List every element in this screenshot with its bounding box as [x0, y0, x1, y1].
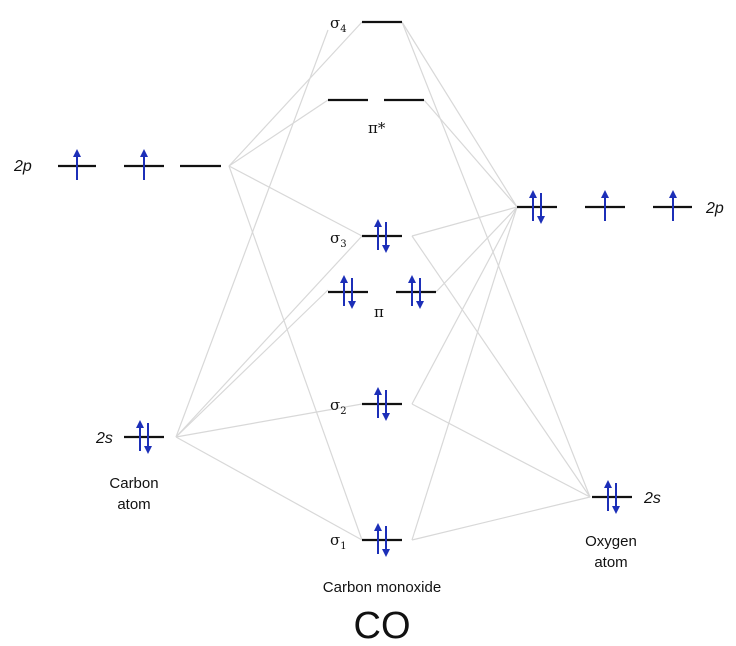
connector-sigma4-o2p [401, 21, 518, 208]
sigma4-label: σ4 [330, 14, 347, 35]
connector-sigma3-o2s [411, 235, 591, 498]
oxygen-2p-label: 2p [705, 200, 724, 217]
mo-sigma4: σ4 [330, 14, 402, 35]
electron-group [374, 387, 390, 421]
connector-lines [175, 21, 591, 541]
molecule-subtitle: Carbon monoxide [323, 579, 441, 596]
connector-sigma3-o2p [411, 206, 518, 237]
connector-c2s-pi [175, 289, 329, 438]
carbon-2s-group: 2s [95, 420, 164, 454]
carbon-atom-label-line1: Carbon [109, 475, 158, 492]
electron-group [340, 275, 356, 309]
electron-group [604, 480, 620, 514]
orbital-carbon-2s [124, 420, 164, 454]
oxygen-2s-label: 2s [643, 490, 661, 507]
orbital-oxygen-2p-2 [585, 190, 625, 221]
mo-pi-star: π* [328, 98, 424, 137]
pi-label: π [374, 303, 384, 321]
connector-c2s-sigma3 [175, 235, 363, 438]
sigma1-label: σ1 [330, 531, 347, 552]
oxygen-2s-group: 2s [592, 480, 661, 514]
connector-c2s-sigma4 [175, 29, 329, 438]
orbital-oxygen-2s [592, 480, 632, 514]
orbital-carbon-2p-2 [124, 149, 164, 180]
oxygen-2p-group: 2p [517, 190, 724, 224]
connector-pi-o2p [435, 206, 518, 293]
orbital-oxygen-2p-1 [517, 190, 557, 224]
mo-pi: π [328, 275, 436, 321]
pi-star-label: π* [368, 119, 386, 137]
connector-c2p-sigma1 [228, 165, 363, 541]
oxygen-atom-label-line1: Oxygen [585, 533, 637, 550]
connector-sigma1-o2p [411, 206, 518, 541]
connector-c2s-sigma1 [175, 436, 363, 541]
connector-c2p-sigma4 [228, 21, 363, 167]
carbon-2s-label: 2s [95, 430, 113, 447]
connector-sigma2-o2p [411, 206, 518, 405]
sigma3-label: σ3 [330, 229, 347, 250]
mo-sigma1: σ1 [330, 523, 402, 557]
connector-c2p-sigma3 [228, 165, 363, 237]
connector-c2s-sigma2 [175, 403, 363, 438]
sigma2-label: σ2 [330, 396, 347, 417]
connector-pistar-o2p [423, 99, 518, 208]
carbon-2p-group: 2p [13, 149, 221, 180]
molecule-title: CO [354, 605, 411, 646]
oxygen-atom-label-line2: atom [594, 554, 627, 571]
electron-group [374, 219, 390, 253]
mo-sigma2: σ2 [330, 387, 402, 421]
connector-sigma4-o2s [401, 21, 591, 498]
electron-group [529, 190, 545, 224]
mo-sigma3: σ3 [330, 219, 402, 253]
carbon-2p-label: 2p [13, 158, 32, 175]
electron-group [374, 523, 390, 557]
electron-group [408, 275, 424, 309]
connector-sigma2-o2s [411, 403, 591, 498]
orbital-oxygen-2p-3 [653, 190, 692, 221]
connector-c2p-pistar [228, 99, 329, 167]
connector-sigma1-o2s [411, 496, 591, 541]
carbon-atom-label-line2: atom [117, 496, 150, 513]
orbital-carbon-2p-1 [58, 149, 96, 180]
electron-group [136, 420, 152, 454]
